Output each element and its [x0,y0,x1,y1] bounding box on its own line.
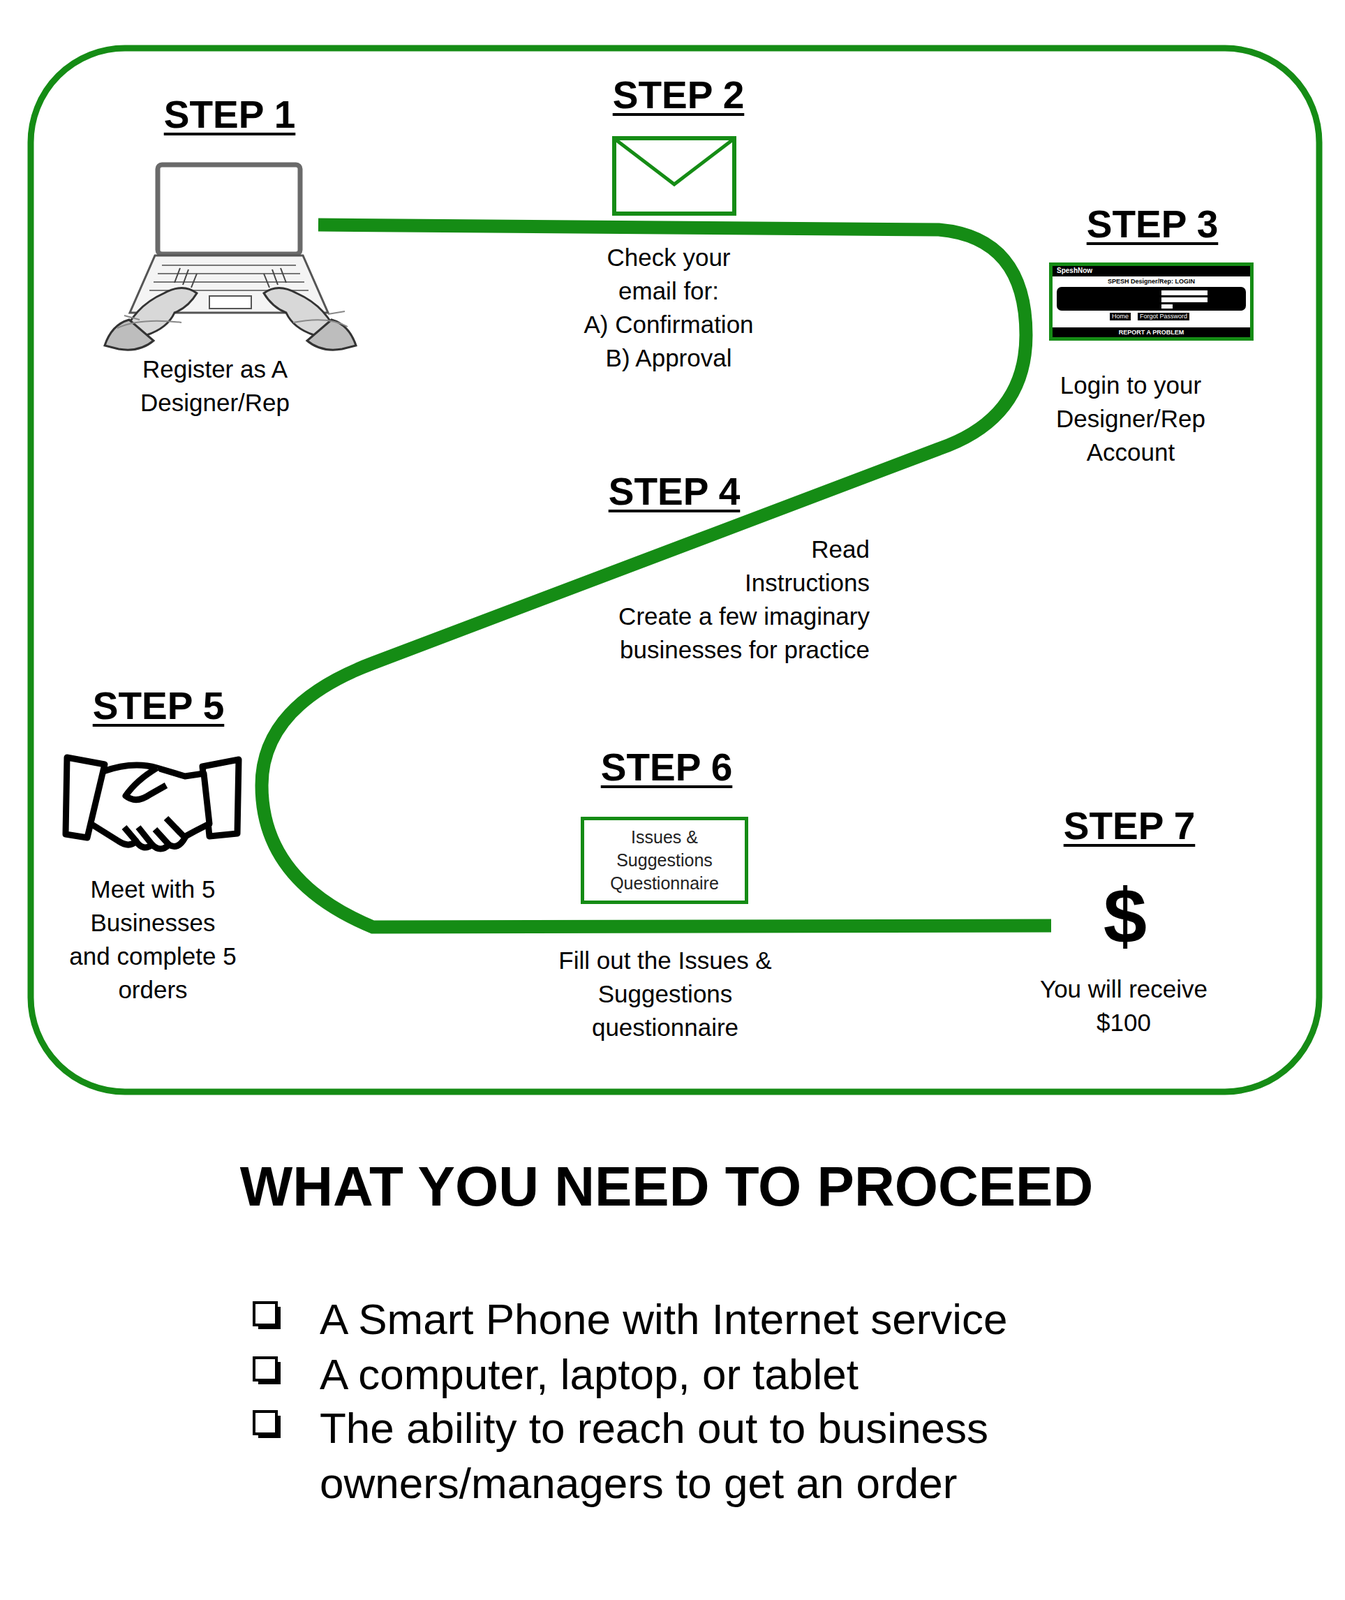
login-title: SPESH Designer/Rep: LOGIN [1052,277,1251,286]
checklist-item: A computer, laptop, or tablet [319,1346,1158,1402]
step-heading: STEP 2 [552,73,805,117]
input-field [1161,304,1173,309]
input-field [1161,297,1208,303]
input-field [1161,290,1208,296]
brand-name: SpeshNow [1056,266,1093,276]
login-screen: SpeshNowSPESH Designer/Rep: LOGIN Home For… [1049,262,1254,341]
envelope-icon [614,138,735,214]
step-text: Check your email for: [598,240,739,308]
step-text: A) Confirmation [529,307,809,342]
checklist-item: A Smart Phone with Internet service [319,1291,1158,1347]
laptop-icon [104,164,356,350]
forgot-button: Forgot Password [1137,312,1190,321]
checklist-item: The ability to reach out to business own… [319,1400,1123,1511]
step-text: Create a few imaginary businesses for pr… [576,599,870,667]
step-heading: STEP 5 [32,684,285,728]
handshake-icon [65,757,239,849]
step-text: Read Instructions [730,532,870,600]
step-text: B) Approval [529,341,809,375]
step-heading: STEP 3 [1026,202,1278,246]
dollar-symbol: $ [1055,872,1195,960]
section-heading: WHAT YOU NEED TO PROCEED [108,1153,1225,1221]
home-button: Home [1109,312,1131,321]
step-heading: STEP 1 [103,92,356,137]
step-text: Meet with 5 Businesses and complete 5 or… [69,872,237,1007]
report-link: REPORT A PROBLEM [1052,328,1251,337]
step-text: Login to your Designer/Rep Account [1053,368,1208,470]
outer-border [30,48,1320,1092]
step-text: Register as A Designer/Rep [110,352,320,420]
step-heading: STEP 7 [1003,804,1255,848]
step-text: You will receive $100 [1022,972,1225,1040]
path-line [261,224,1052,927]
step-heading: STEP 6 [540,745,793,789]
step-text: Fill out the Issues & Suggestions questi… [539,943,791,1045]
checkbox-icons [254,1302,281,1438]
step-heading: STEP 4 [548,469,800,514]
box-text: Issues & Suggestions Questionnaire [588,825,741,895]
questionnaire-box: Issues & Suggestions Questionnaire [580,816,749,904]
login-panel [1056,286,1246,311]
